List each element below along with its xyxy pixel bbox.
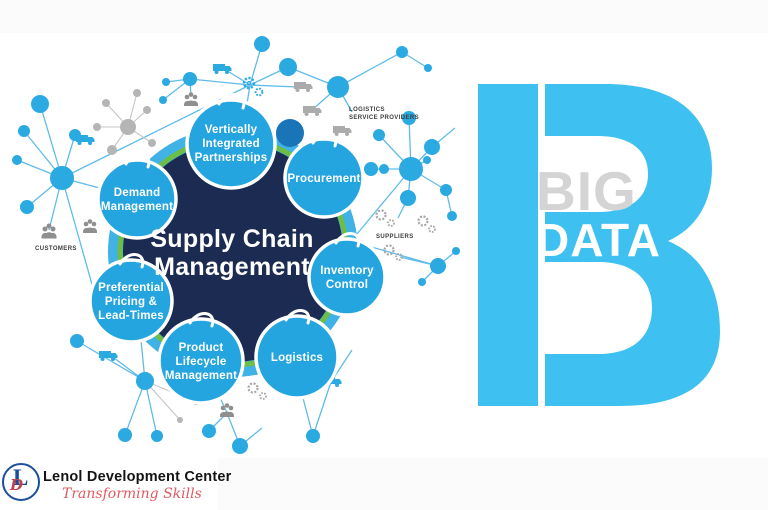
network-cluster-left	[12, 84, 251, 296]
logo-monogram-d: D	[10, 476, 24, 494]
truck-icon	[76, 135, 95, 145]
bubble-label: Vertically	[205, 124, 258, 136]
logo-monogram-l: L	[13, 465, 29, 490]
bubble-label: Inventory	[320, 265, 374, 277]
bubble-label: Lifecycle	[175, 356, 226, 368]
footer-logo-panel: L D Lenol Development Center Transformin…	[0, 456, 231, 510]
network-cluster-bottom-center	[202, 369, 267, 454]
bubble-label: Pricing &	[105, 296, 157, 308]
bubble-label: Integrated	[202, 138, 260, 150]
people-icon	[220, 403, 234, 417]
bubble-label: Product	[179, 342, 224, 354]
center-title: Supply Chain Management	[150, 225, 313, 281]
organization-tagline: Transforming Skills	[62, 486, 202, 502]
big-b-bowls	[545, 84, 720, 406]
network-cluster-top	[159, 36, 432, 170]
bubble-logistics: Logistics	[254, 309, 340, 400]
bubble-demand-management: Demand Management	[96, 153, 178, 240]
bubble-label: Lead-Times	[98, 310, 164, 322]
truck-icon	[294, 82, 313, 92]
truck-icon	[333, 126, 352, 136]
top-margin-strip	[0, 0, 768, 33]
logistics-service-providers-label: LOGISTICS	[349, 107, 385, 113]
bubble-vertically-integrated-partnerships: Vertically Integrated Partnerships	[185, 93, 277, 190]
bubble-label: Management	[101, 201, 173, 213]
center-title-line2: Management	[154, 253, 310, 281]
gear-icon	[375, 209, 436, 261]
bubble-label: Demand	[114, 187, 161, 199]
bubble-label: Procurement	[287, 173, 360, 185]
center-title-line1: Supply Chain	[150, 225, 313, 253]
people-icon	[41, 223, 57, 239]
bubble-product-lifecycle-management: Product Lifecycle Management	[157, 312, 245, 405]
network-background: LOGISTICS SERVICE PROVIDERS	[12, 36, 460, 454]
bubble-label: Logistics	[271, 352, 323, 364]
bubble-inventory-control: Inventory Control	[307, 232, 387, 317]
people-icon	[184, 92, 198, 106]
bubble-label: Partnerships	[195, 152, 268, 164]
gear-icon	[242, 76, 264, 97]
truck-icon	[99, 351, 118, 361]
people-icon	[83, 219, 97, 233]
customers-label: CUSTOMERS	[35, 246, 77, 252]
customers-group: CUSTOMERS	[35, 219, 97, 252]
big-text: BIG	[536, 160, 637, 222]
truck-icon	[303, 106, 322, 116]
network-cluster-right	[351, 127, 460, 286]
suppliers-label: SUPPLIERS	[376, 234, 414, 240]
bubble-procurement: Procurement	[283, 132, 365, 219]
truck-icon	[213, 64, 232, 74]
network-cluster-gray	[93, 89, 156, 155]
gear-icon	[247, 382, 267, 400]
accent-dark-circle	[276, 119, 304, 147]
network-cluster-bottom-left	[70, 329, 199, 442]
bubble-label: Management	[165, 370, 237, 382]
bubble-label: Control	[326, 279, 368, 291]
data-text: DATA	[536, 214, 661, 266]
organization-name: Lenol Development Center	[43, 469, 232, 485]
big-b-stem	[478, 84, 538, 406]
big-data-lettermark: BIG DATA	[478, 84, 720, 406]
logistics-service-providers-label-2: SERVICE PROVIDERS	[349, 115, 419, 121]
bubble-preferential-pricing-lead-times: Preferential Pricing & Lead-Times	[88, 253, 174, 344]
bubble-label: Preferential	[98, 282, 164, 294]
lenol-logo-icon: L D	[2, 463, 40, 501]
